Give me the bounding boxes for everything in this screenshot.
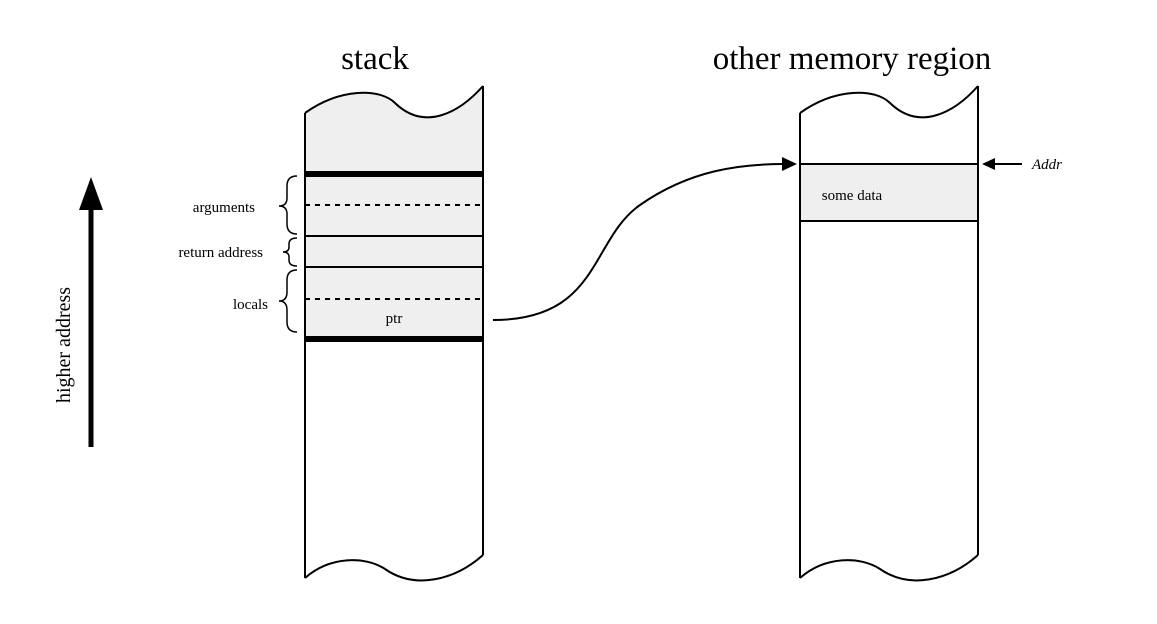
locals-label: locals — [233, 297, 268, 313]
ptr-label: ptr — [386, 311, 403, 327]
stack-title: stack — [341, 41, 409, 77]
stack-return-address-cell — [305, 236, 483, 267]
addr-label: Addr — [1031, 157, 1062, 173]
stack-column — [304, 85, 484, 582]
stack-top-region — [305, 86, 483, 174]
higher-address-arrow — [79, 177, 103, 447]
locals-brace — [278, 269, 298, 333]
arguments-label: arguments — [193, 200, 255, 216]
some-data-cell — [800, 164, 978, 221]
return-address-brace — [282, 237, 298, 267]
some-data-label: some data — [822, 188, 883, 204]
higher-address-label: higher address — [53, 287, 75, 403]
stack-locals-cell — [305, 267, 483, 339]
return-address-label: return address — [178, 245, 263, 261]
other-memory-region-title: other memory region — [713, 41, 992, 77]
arguments-brace — [278, 175, 298, 235]
other-memory-column — [799, 85, 979, 582]
pointer-arrow — [492, 157, 797, 321]
addr-arrow — [982, 158, 1022, 170]
stack-arguments-cell — [305, 174, 483, 236]
